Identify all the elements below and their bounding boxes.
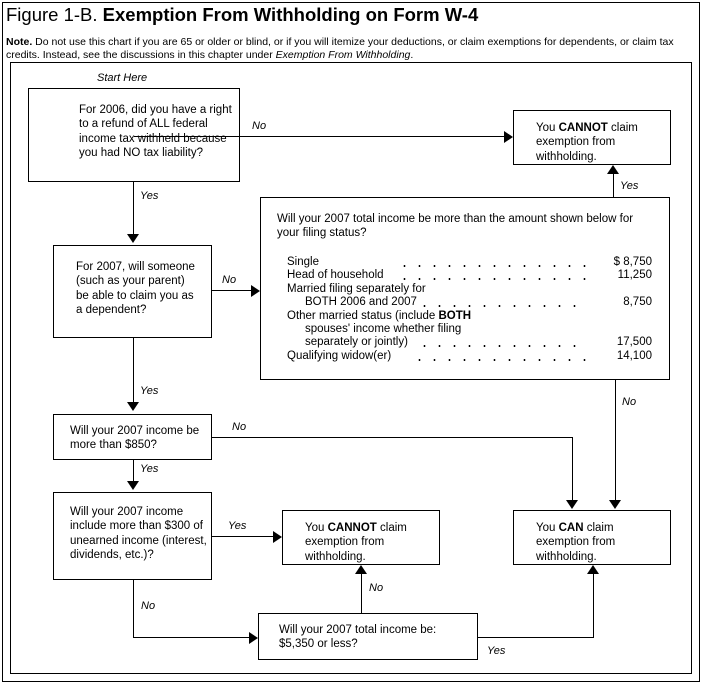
connector-q5-yes-arrow: [587, 565, 599, 574]
note-period: .: [410, 49, 414, 61]
connector-q2-no-line: [212, 290, 252, 291]
table-row: spouses' income whether filing: [287, 323, 652, 336]
outcome-cannot-top-text: You CANNOT claim exemption from withhold…: [536, 122, 638, 163]
connector-q1-yes-line: [133, 182, 134, 236]
connector-q5-yes-hline: [478, 637, 594, 638]
row-label: Single: [287, 256, 319, 268]
question-box-q4: Will your 2007 income include more than …: [53, 492, 212, 580]
income-table-question: Will your 2007 total income be more than…: [277, 213, 634, 240]
row-label: Married filing separately for: [287, 282, 426, 295]
table-row: Head of household 11,250: [287, 269, 652, 282]
row-amount: 11,250: [617, 269, 652, 282]
page-title: Figure 1-B. Exemption From Withholding o…: [6, 4, 696, 26]
table-row: Qualifying widow(er) 14,100: [287, 350, 652, 363]
figure-label: Figure 1-B.: [6, 4, 98, 25]
edge-label-q3-yes: Yes: [140, 463, 159, 475]
row-amount: 8,750: [623, 296, 652, 309]
connector-q1-yes-arrow: [127, 234, 139, 243]
connector-q2-yes-arrow: [127, 402, 139, 411]
row-label: BOTH 2006 and 2007: [305, 296, 417, 309]
edge-label-q1-yes: Yes: [140, 190, 159, 202]
row-label: Head of household: [287, 269, 384, 282]
connector-q3-yes-line: [133, 460, 134, 482]
table-row: separately or jointly) 17,500: [287, 336, 652, 349]
question-q5-text: Will your 2007 total income be:$5,350 or…: [279, 624, 437, 651]
question-q4-text: Will your 2007 income include more than …: [70, 506, 207, 562]
connector-q3-no-vline: [572, 437, 573, 501]
outcome-cannot-bottom-text: You CANNOT claim exemption from withhold…: [305, 522, 407, 563]
start-here-label: Start Here: [97, 72, 148, 84]
edge-label-table-no: No: [622, 396, 637, 408]
row-label: Qualifying widow(er): [287, 349, 392, 362]
row-label: spouses' income whether filing: [305, 322, 462, 335]
question-box-q2: For 2007, will someone (such as your par…: [53, 245, 212, 338]
question-box-q1: For 2006, did you have a right to a refu…: [28, 88, 240, 182]
question-q1-text: For 2006, did you have a right to a refu…: [79, 104, 232, 160]
connector-q5-no-line: [361, 574, 362, 614]
row-amount: 14,100: [616, 349, 652, 362]
edge-label-q5-no: No: [369, 582, 384, 594]
connector-q3-no-arrow: [566, 500, 578, 509]
table-row: Other married status (include BOTH: [287, 310, 652, 323]
connector-q3-no-hline: [212, 437, 573, 438]
edge-label-q3-no: No: [232, 421, 247, 433]
connector-q1-no-line: [134, 136, 505, 137]
edge-label-q4-yes: Yes: [228, 520, 247, 532]
table-row: Married filing separately for: [287, 283, 652, 296]
connector-q4-no-vline: [133, 580, 134, 637]
connector-q2-yes-line: [133, 338, 134, 403]
row-label: Other married status (include BOTH: [287, 309, 472, 322]
table-row: Single $ 8,750: [287, 256, 652, 269]
connector-q4-yes-line: [212, 536, 274, 537]
row-label: separately or jointly): [305, 336, 408, 349]
edge-label-table-yes: Yes: [620, 180, 639, 192]
note-body: Do not use this chart if you are 65 or o…: [6, 36, 674, 61]
outcome-box-cannot-bottom: You CANNOT claim exemption from withhold…: [282, 510, 440, 565]
edge-label-q2-yes: Yes: [140, 385, 159, 397]
connector-q5-yes-vline: [593, 574, 594, 637]
question-q3-text: Will your 2007 income be more than $850?: [70, 425, 200, 452]
connector-q2-no-arrow: [251, 285, 260, 297]
table-row: BOTH 2006 and 2007 8,750: [287, 296, 652, 309]
edge-label-q1-no: No: [252, 120, 267, 132]
connector-q4-no-arrow: [249, 632, 258, 644]
outcome-box-can: You CAN claim exemption from withholding…: [513, 510, 671, 565]
question-box-q5: Will your 2007 total income be:$5,350 or…: [258, 613, 478, 660]
connector-q5-no-arrow: [355, 565, 367, 574]
connector-q4-yes-arrow: [273, 531, 282, 543]
income-threshold-table-box: Will your 2007 total income be more than…: [260, 197, 670, 380]
connector-table-yes-line: [613, 174, 614, 198]
income-threshold-rows: Single $ 8,750 Head of household 11,250 …: [287, 256, 652, 363]
note-emphasis: Exemption From Withholding: [275, 49, 411, 61]
connector-table-yes-arrow: [607, 165, 619, 174]
figure-title-text: Exemption From Withholding on Form W-4: [102, 4, 479, 25]
question-box-q3: Will your 2007 income be more than $850?: [53, 414, 212, 460]
connector-q3-yes-arrow: [127, 481, 139, 490]
question-q2-text: For 2007, will someone (such as your par…: [76, 261, 195, 317]
connector-q1-no-arrow: [504, 131, 513, 143]
note-label: Note.: [6, 36, 33, 48]
edge-label-q2-no: No: [222, 274, 237, 286]
connector-q4-no-hline: [133, 637, 250, 638]
edge-label-q4-no: No: [141, 600, 156, 612]
connector-table-no-line: [615, 380, 616, 501]
connector-table-no-arrow: [609, 500, 621, 509]
row-amount: 17,500: [616, 336, 652, 349]
outcome-can-text: You CAN claim exemption from withholding…: [536, 522, 616, 563]
row-amount: $ 8,750: [613, 256, 652, 268]
edge-label-q5-yes: Yes: [487, 645, 506, 657]
note-paragraph: Note. Do not use this chart if you are 6…: [6, 36, 698, 62]
outcome-box-cannot-top: You CANNOT claim exemption from withhold…: [513, 110, 671, 165]
